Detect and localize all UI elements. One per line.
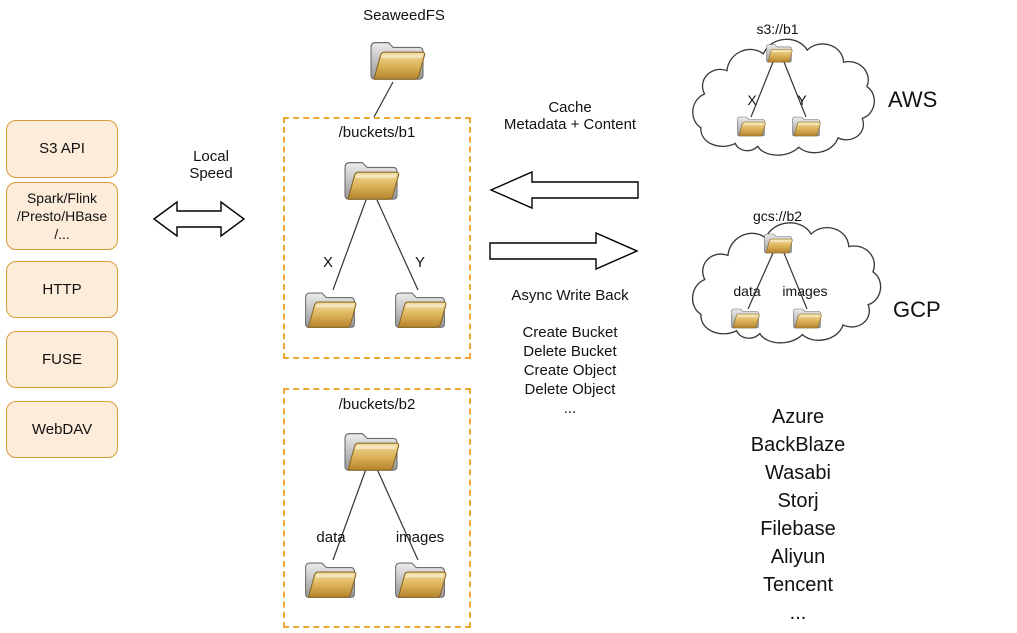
aws-name-label: AWS (888, 87, 938, 112)
folder-icon (391, 554, 449, 601)
bucket-b2-child-left-label: data (316, 529, 346, 546)
folder-icon (790, 112, 822, 138)
operations-list: Create Bucket Delete Bucket Create Objec… (478, 323, 662, 418)
provider-item: Aliyun (770, 546, 826, 568)
arrow-right-icon (489, 231, 639, 271)
bucket-b2-box (283, 388, 471, 628)
client-box-label: HTTP (42, 280, 82, 298)
provider-item: Tencent (762, 574, 834, 596)
arrow-left-icon (489, 170, 639, 210)
folder-icon (391, 284, 449, 331)
local-speed-label: Local Speed (189, 148, 233, 182)
gcp-name-label: GCP (893, 297, 941, 322)
page-title: SeaweedFS (363, 7, 445, 24)
provider-item: BackBlaze (750, 434, 846, 456)
operation-item: Create Object (523, 362, 617, 379)
gcp-bucket-label: gcs://b2 (752, 208, 803, 224)
provider-item: Storj (777, 490, 819, 512)
folder-icon (791, 304, 823, 330)
bucket-b1-child-right-label: Y (414, 254, 425, 271)
bucket-b1-box (283, 117, 471, 359)
folder-icon (762, 229, 794, 255)
operation-item: Delete Bucket (523, 343, 617, 360)
bucket-b1-child-left-label: X (322, 254, 333, 271)
folder-icon (340, 424, 402, 474)
client-box-label: FUSE (41, 350, 82, 368)
client-box-label: Spark/Flink /Presto/HBase /... (16, 190, 108, 242)
client-box-label: S3 API (39, 140, 85, 157)
client-box-s3-api: S3 API (6, 120, 118, 178)
bucket-b1-title: /buckets/b1 (338, 124, 416, 141)
gcp-child-right-label: images (782, 283, 828, 299)
folder-icon (301, 554, 359, 601)
other-providers-list: Azure BackBlaze Wasabi Storj Filebase Al… (698, 403, 898, 627)
cache-label: Cache Metadata + Content (503, 99, 637, 133)
double-arrow-icon (152, 200, 246, 238)
operation-item: ... (563, 400, 577, 417)
gcp-child-left-label: data (733, 283, 761, 299)
operation-item: Delete Object (524, 381, 616, 398)
write-back-label: Async Write Back (511, 287, 629, 304)
client-box-fuse: FUSE (6, 331, 118, 388)
provider-item: Wasabi (765, 462, 831, 484)
client-box-spark: Spark/Flink /Presto/HBase /... (6, 182, 118, 250)
bucket-b2-child-right-label: images (395, 529, 445, 546)
folder-icon (735, 112, 767, 138)
aws-child-right-label: Y (797, 92, 807, 108)
provider-item: ... (789, 602, 807, 624)
folder-icon (301, 284, 359, 331)
client-box-label: WebDAV (31, 420, 93, 438)
provider-item: Azure (771, 406, 825, 428)
operation-item: Create Bucket (522, 324, 618, 341)
aws-bucket-label: s3://b1 (756, 21, 799, 37)
aws-child-left-label: X (747, 92, 757, 108)
bucket-b2-title: /buckets/b2 (338, 396, 416, 413)
client-box-http: HTTP (6, 261, 118, 318)
folder-icon (340, 153, 402, 203)
folder-icon (764, 40, 794, 64)
folder-icon (729, 304, 761, 330)
folder-icon (366, 33, 428, 83)
client-box-webdav: WebDAV (6, 401, 118, 458)
provider-item: Filebase (760, 518, 836, 540)
